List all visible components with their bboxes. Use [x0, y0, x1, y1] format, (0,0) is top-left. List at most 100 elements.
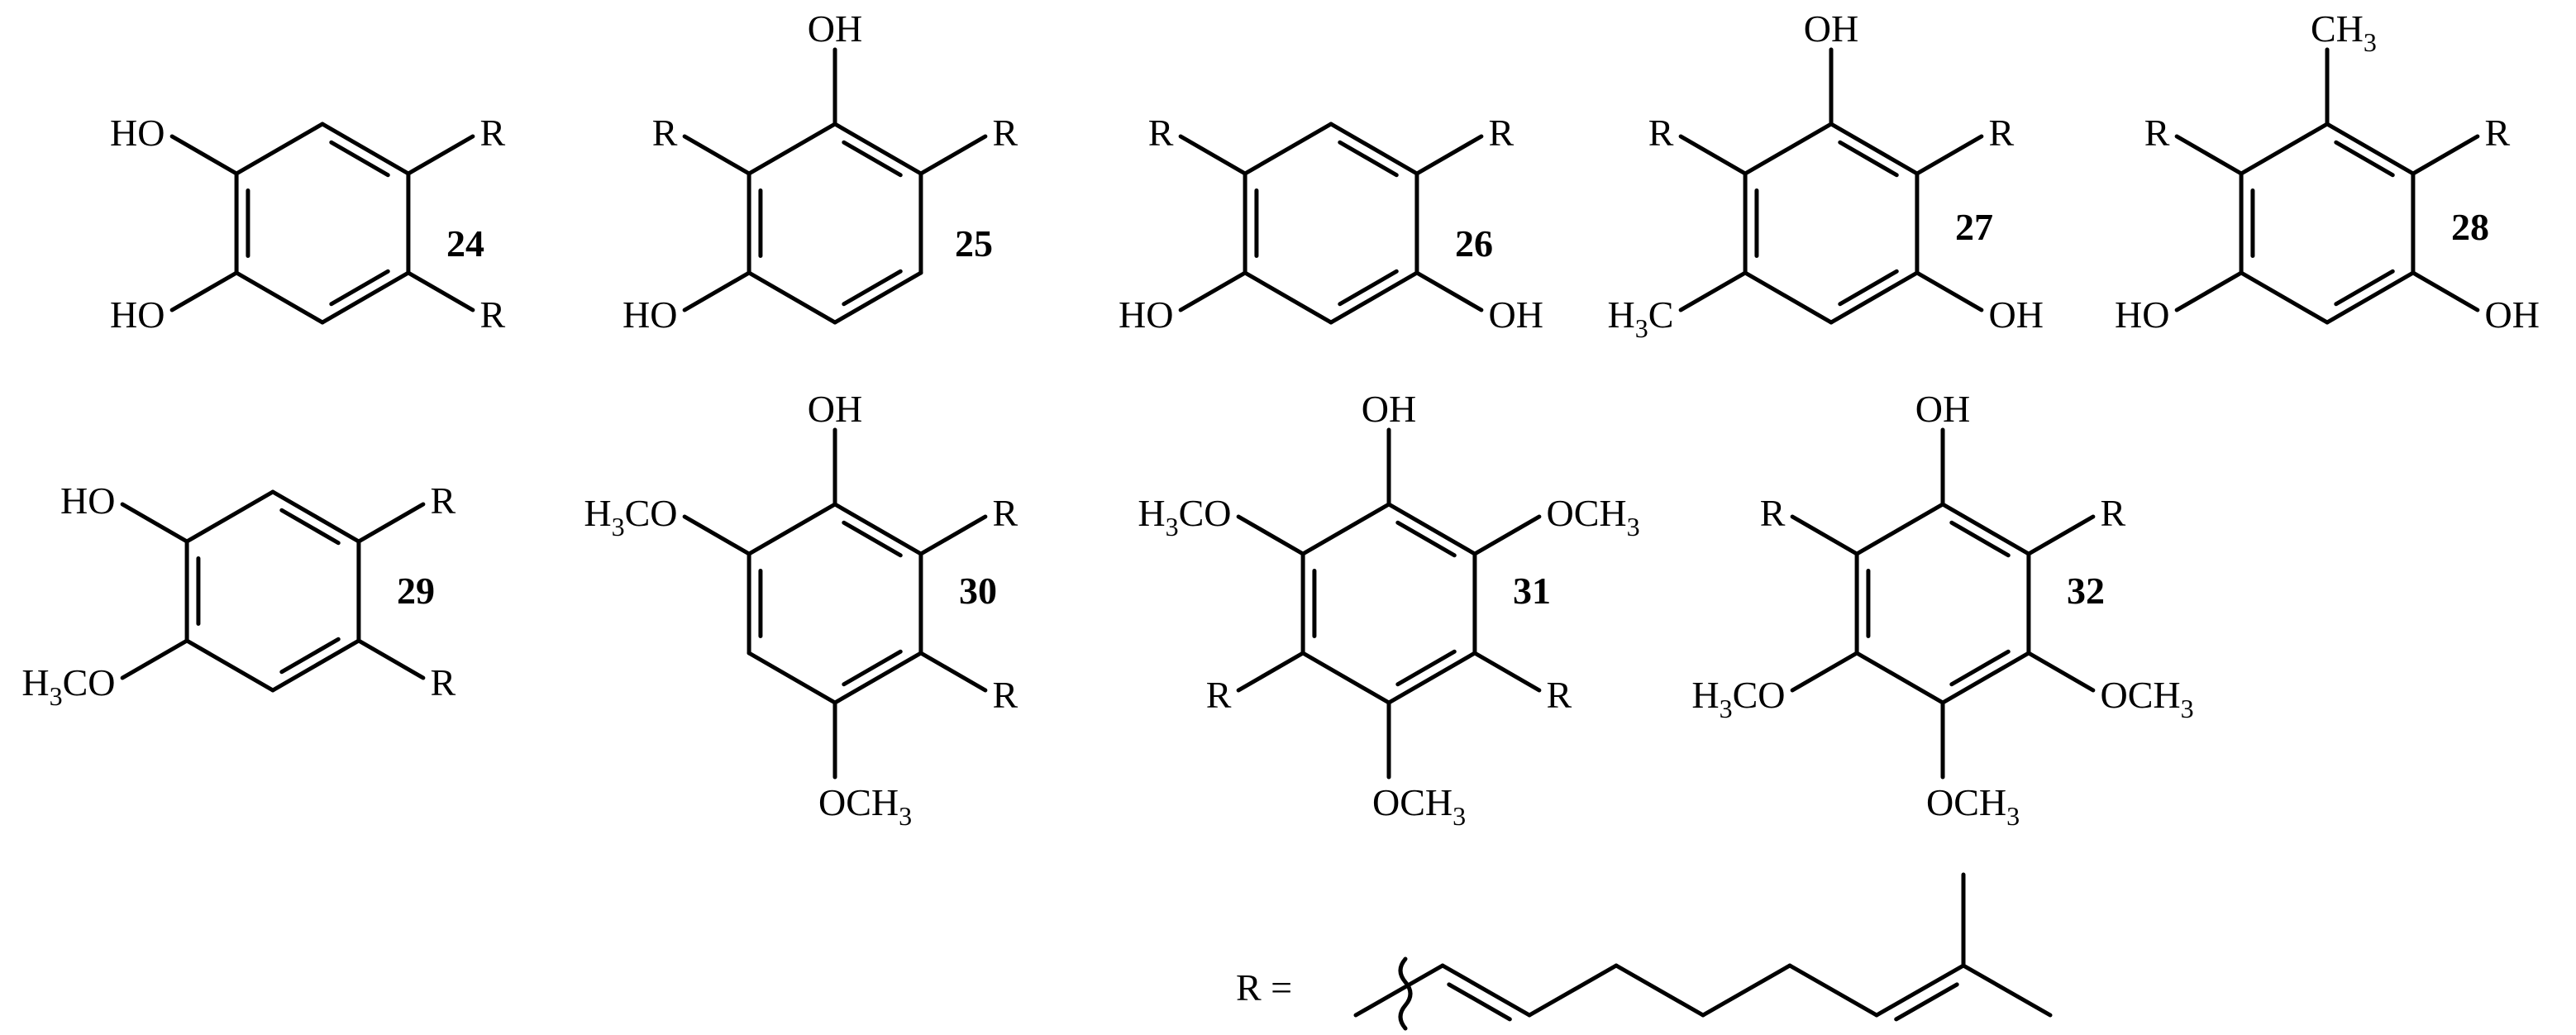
methoxy-label: OCH3: [2101, 674, 2194, 723]
hydroxyl-label-part: OH: [1362, 388, 1416, 430]
chain-double-bond: [1894, 982, 1959, 1022]
ring-bond: [2325, 270, 2416, 325]
hydroxyl-label-part: OH: [1489, 293, 1543, 336]
r-group-label: R: [1648, 112, 1674, 154]
substituent-bond: [918, 134, 988, 176]
double-bond-line: [1949, 649, 2011, 687]
compound-number: 30: [959, 570, 997, 612]
r-group-label: R: [1489, 112, 1515, 154]
substituent-bond: [406, 270, 475, 312]
hydroxyl-label-part: OH: [1915, 388, 1970, 430]
methoxy-label-part: 3: [1627, 512, 1640, 541]
r-group-label-part: R: [2485, 112, 2511, 154]
r-group-label-part: R: [993, 112, 1018, 154]
methoxy-label-part: 3: [1453, 801, 1466, 831]
r-group-label: R: [2485, 112, 2511, 154]
double-bond-line: [2334, 269, 2395, 307]
chain-bond: [1353, 963, 1445, 1018]
substituent-bond: [918, 651, 988, 693]
hydroxyl-label-part: OH: [1804, 7, 1858, 50]
methoxy-label: H3CO: [584, 492, 677, 541]
methyl-label-part: C: [1648, 293, 1674, 336]
r-group-label: R: [480, 112, 506, 154]
substituent-bond: [1236, 514, 1305, 556]
r-group-label: R: [993, 112, 1018, 154]
double-bond-line: [1838, 140, 1899, 178]
r-group-label-part: R: [1760, 492, 1786, 534]
r-group-label-part: R: [993, 492, 1018, 534]
ring-bond: [832, 122, 923, 176]
methoxy-label-part: 3: [1166, 512, 1179, 541]
compound-number: 27: [1955, 206, 1993, 248]
r-group-definition: R =: [1236, 872, 2053, 1031]
methoxy-label-part: OCH: [818, 781, 899, 823]
methoxy-label: OCH3: [1547, 492, 1640, 541]
ring-bond: [234, 122, 325, 176]
substituent-bond: [2026, 651, 2096, 693]
ring-bond: [234, 270, 325, 325]
r-group-label-part: R: [2101, 492, 2126, 534]
substituent-bond: [918, 514, 988, 556]
r-group-label-part: R: [480, 293, 506, 336]
double-bond-line: [1949, 520, 2011, 558]
hydroxyl-label: OH: [1915, 388, 1970, 430]
ring-bond: [832, 502, 923, 556]
hydroxyl-label: OH: [808, 7, 862, 50]
substituent-bond: [120, 502, 189, 544]
r-group-label: R: [1148, 112, 1174, 154]
double-bond-line: [2334, 140, 2395, 178]
methoxy-label-part: H: [584, 492, 611, 534]
methoxy-label-part: CO: [625, 492, 678, 534]
substituent-bond: [682, 134, 751, 176]
double-bond-line: [1338, 140, 1399, 178]
substituent-bond: [406, 134, 475, 176]
hydroxyl-label: HO: [60, 479, 115, 522]
ring-bond: [747, 502, 837, 556]
methoxy-label-part: 3: [50, 681, 63, 711]
ring-bond: [747, 270, 837, 325]
methoxy-label-part: H: [21, 661, 49, 704]
substituent-bond: [169, 270, 239, 312]
ring-bond: [1386, 502, 1477, 556]
substituent-bond: [1414, 270, 1484, 312]
methoxy-label-part: 3: [612, 512, 625, 541]
ring-bond: [1300, 651, 1391, 705]
double-bond-line: [842, 649, 903, 687]
compound-number: 29: [397, 570, 435, 612]
ring-bond: [1940, 651, 2031, 705]
r-group-label-part: R: [1206, 674, 1232, 716]
r-group-label-part: R: [1648, 112, 1674, 154]
methoxy-label-part: 3: [2006, 801, 2020, 831]
ring-bond: [1743, 270, 1834, 325]
substituent-bond: [356, 638, 426, 680]
r-group-label-part: R: [431, 661, 456, 704]
r-group-label: R: [1547, 674, 1572, 716]
methoxy-label-part: 3: [1720, 694, 1733, 723]
compound-number: 25: [955, 222, 993, 265]
ring-bond: [184, 489, 275, 544]
hydroxyl-label: OH: [1362, 388, 1416, 430]
substituent-bond: [1236, 651, 1305, 693]
hydroxyl-label-part: OH: [808, 388, 862, 430]
double-bond-line: [842, 140, 903, 178]
r-group-label-part: R: [1547, 674, 1572, 716]
ring-bond: [1243, 270, 1333, 325]
substituent-bond: [1790, 651, 1859, 693]
chain-bond: [1874, 963, 1966, 1018]
ring-bond: [270, 489, 361, 544]
methyl-label-part: CH: [2311, 7, 2364, 50]
double-bond-line: [1338, 269, 1399, 307]
hydroxyl-label-part: OH: [2485, 293, 2540, 336]
substituent-bond: [682, 270, 751, 312]
methoxy-label-part: OCH: [2101, 674, 2181, 716]
methyl-label-part: 3: [1635, 313, 1648, 343]
substituent-bond: [1678, 270, 1748, 312]
ring-bond: [832, 651, 923, 705]
chain-bond: [1614, 963, 1705, 1018]
